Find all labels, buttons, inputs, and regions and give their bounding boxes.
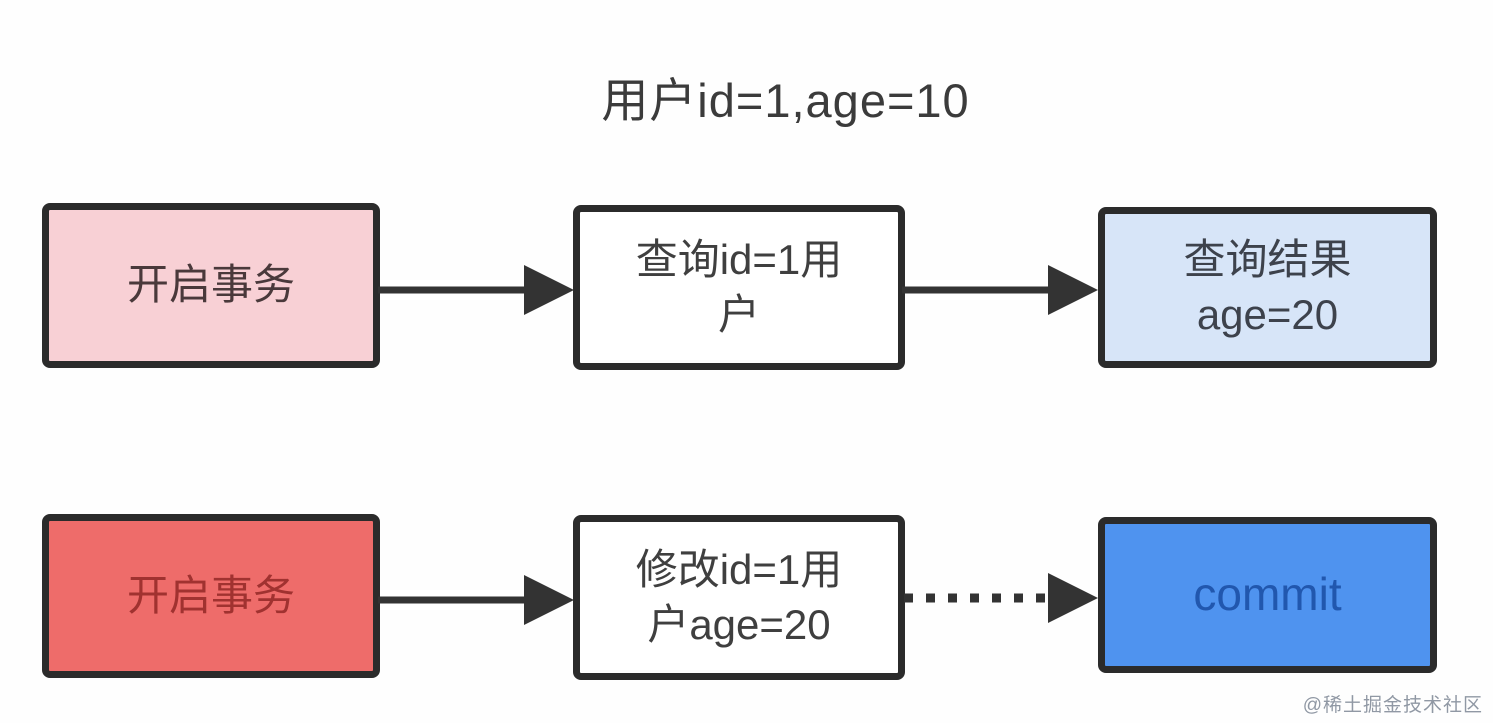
node-begin-transaction-1: 开启事务 (42, 203, 380, 368)
arrow-right-icon (378, 265, 574, 315)
node-label: 开启事务 (126, 571, 295, 619)
arrow-right-icon (378, 575, 574, 625)
diagram-title: 用户id=1,age=10 (601, 74, 970, 127)
dotted-arrow-right-icon (904, 573, 1098, 623)
node-label: 查询id=1用 户 (635, 235, 843, 338)
node-commit: commit (1098, 517, 1437, 673)
node-label: 修改id=1用 户age=20 (635, 545, 843, 648)
node-begin-transaction-2: 开启事务 (42, 514, 380, 678)
arrow-right-icon (902, 265, 1098, 315)
node-label: commit (1193, 568, 1342, 621)
node-label: 查询结果 age=20 (1183, 235, 1352, 338)
node-label: 开启事务 (126, 261, 295, 309)
node-query-user: 查询id=1用 户 (573, 205, 905, 370)
watermark: @稀土掘金技术社区 (1302, 695, 1483, 716)
node-update-user: 修改id=1用 户age=20 (573, 515, 905, 680)
node-query-result: 查询结果 age=20 (1098, 207, 1437, 368)
